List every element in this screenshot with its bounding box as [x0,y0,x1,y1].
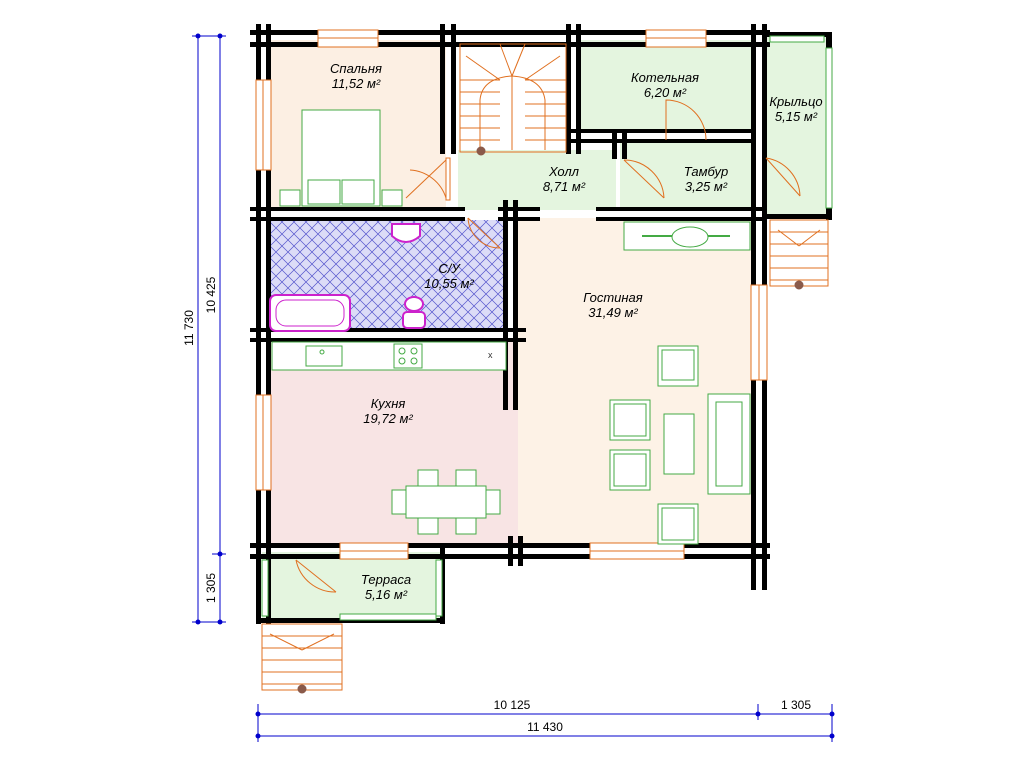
dim-bottom-total: 11 430 [527,720,563,734]
room-area-porch: 5,15 м² [775,109,818,124]
room-name-vestibule: Тамбур [684,164,729,179]
room-name-boiler: Котельная [631,70,699,85]
vestibule-floor [620,140,754,210]
living-furniture [609,221,751,545]
room-area-bedroom: 11,52 м² [332,76,381,91]
kitchen-counter: x [271,341,507,371]
room-name-porch: Крыльцо [769,94,822,109]
room-name-terrace: Терраса [361,572,411,587]
room-area-boiler: 6,20 м² [644,85,687,100]
room-name-hall: Холл [548,164,580,179]
dimension-lines [192,35,833,742]
hall-floor [458,150,616,210]
room-area-hall: 8,71 м² [543,179,586,194]
dim-bottom-main: 10 125 [494,698,531,712]
staircase [459,43,567,156]
living-floor [518,218,754,544]
terrace-floor [262,552,442,620]
svg-text:x: x [488,350,493,360]
dim-left-total: 11 730 [182,310,196,346]
dining-table [391,469,501,535]
dimension-ticks [195,33,835,739]
staircase-floor [458,40,570,152]
bathroom-fixtures [269,223,426,332]
porch-steps [769,219,829,290]
room-area-vestibule: 3,25 м² [685,179,728,194]
dim-bottom-porch: 1 305 [781,698,811,712]
room-name-living: Гостиная [583,290,643,305]
room-name-bedroom: Спальня [330,61,382,76]
room-area-bathroom: 10,55 м² [424,276,474,291]
bed [279,109,403,207]
room-area-kitchen: 19,72 м² [363,411,413,426]
dim-left-main: 10 425 [204,276,218,313]
room-area-terrace: 5,16 м² [365,587,408,602]
room-area-living: 31,49 м² [588,305,638,320]
terrace-steps [261,623,343,694]
doors [295,99,801,593]
room-name-kitchen: Кухня [371,396,406,411]
dim-left-terrace: 1 305 [204,573,218,603]
windows [255,29,833,621]
room-name-bathroom: С/У [438,261,461,276]
